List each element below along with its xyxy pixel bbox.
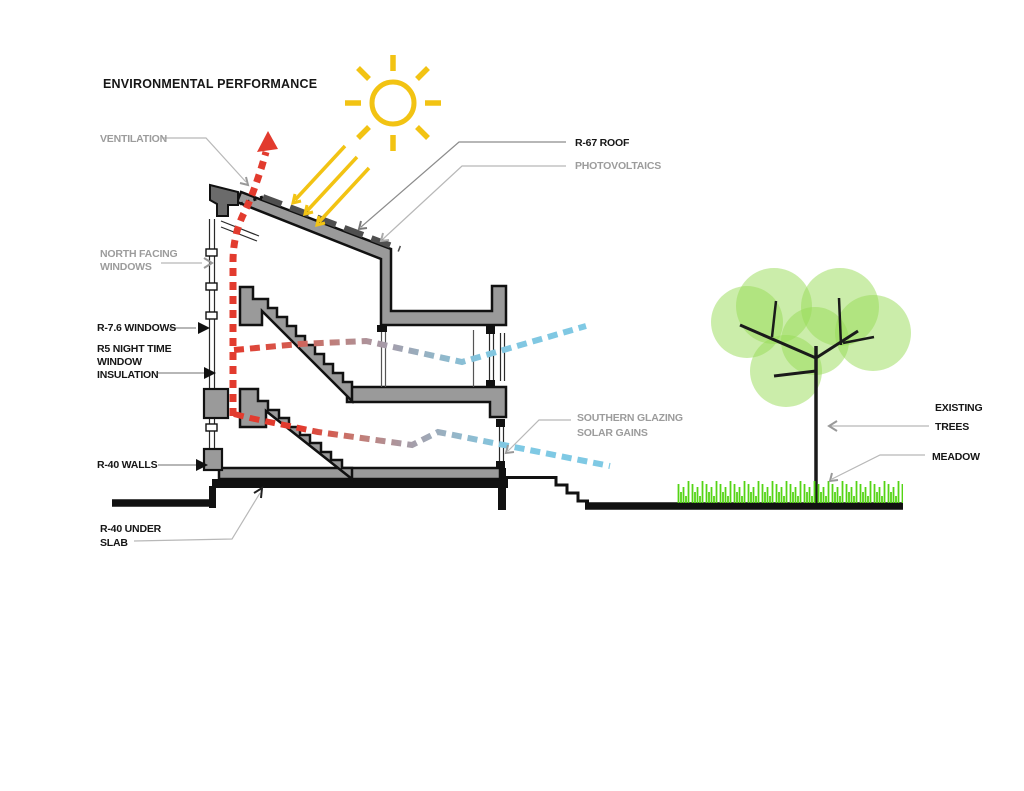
meadow-grass [677,477,903,503]
south-foundation [498,468,506,510]
vent-opening-dashes [239,194,267,206]
photovoltaic-panels [261,194,402,252]
r40-walls-leader-arrow [196,459,208,471]
window-frame-mark [205,423,218,432]
r67-roof-leader [360,141,566,228]
north-wall-floor-block [202,387,230,420]
sunlight-arrows [291,144,371,228]
roof-and-upper-slab [235,190,508,327]
label-north-facing-2: WINDOWS [100,261,152,273]
label-r40-slab-2: SLAB [100,537,128,549]
ground-floor-slab [217,466,502,481]
slab-underside-line [212,479,508,488]
north-wall-base-block [202,447,224,472]
ground-lines [112,468,903,510]
southern-glazing-leader [507,419,571,452]
meadow-leader [831,454,925,480]
label-meadow: MEADOW [932,451,980,463]
window-frame-mark [205,282,218,291]
glazing-cap [496,419,505,427]
ventilation-leader-arrow [239,176,250,187]
vent-chimney [209,183,239,217]
r40-slab-leader [133,492,261,542]
glazing-cap [486,326,495,334]
label-r5-3: INSULATION [97,369,158,381]
sun-disc [369,79,417,127]
solar-gain-line-lower [233,411,611,469]
tree-canopy-circle [835,295,911,371]
ventilation-arrowhead [257,131,278,152]
label-existing-trees-2: TREES [935,421,969,433]
page-title: ENVIRONMENTAL PERFORMANCE [103,77,317,91]
exterior-steps [554,476,589,503]
existing-tree [711,268,911,503]
r40-slab-leader-arrow [253,486,264,499]
ventilation-leader [162,137,247,183]
label-photovoltaics: PHOTOVOLTAICS [575,160,661,172]
label-southern-glazing-2: SOLAR GAINS [577,427,648,439]
photovoltaics-leader-arrow [379,232,390,243]
annotation-labels: ENVIRONMENTAL PERFORMANCE VENTILATION NO… [97,77,983,549]
lower-stair [238,387,354,482]
mullion-cap [377,325,387,332]
glazing-cap [486,380,495,388]
window-frame-mark [205,248,218,257]
existing-trees-leader-arrow [827,420,838,432]
label-ventilation: VENTILATION [100,133,167,145]
tree-branches [739,297,875,503]
leader-lines [133,137,929,542]
label-existing-trees-1: EXISTING [935,402,982,414]
southern-glazing-leader-arrow [504,444,515,455]
photovoltaics-leader [382,165,566,240]
glazing-cap [496,461,505,469]
r76-leader-arrow [198,322,210,334]
r5-leader-arrow [204,367,216,379]
solar-gain-line-upper [233,323,587,366]
label-r5-2: WINDOW [97,356,142,368]
r67-roof-leader-arrow [357,220,368,231]
label-r76-windows: R-7.6 WINDOWS [97,322,176,334]
middle-floor-slab [345,385,508,419]
label-r40-slab-1: R-40 UNDER [100,523,162,535]
grade-step-edge [209,486,216,508]
label-r40-walls: R-40 WALLS [97,459,158,471]
ventilation-flow [229,131,278,416]
north-windows-leader-arrow [203,257,214,269]
label-north-facing-1: NORTH FACING [100,248,178,260]
window-frame-mark [205,311,218,320]
label-r5-1: R5 NIGHT TIME [97,343,172,355]
meadow-leader-arrow [828,472,839,483]
building-section [202,183,508,482]
sun-icon [345,55,441,151]
label-southern-glazing-1: SOUTHERN GLAZING [577,412,683,424]
label-r67-roof: R-67 ROOF [575,137,630,149]
